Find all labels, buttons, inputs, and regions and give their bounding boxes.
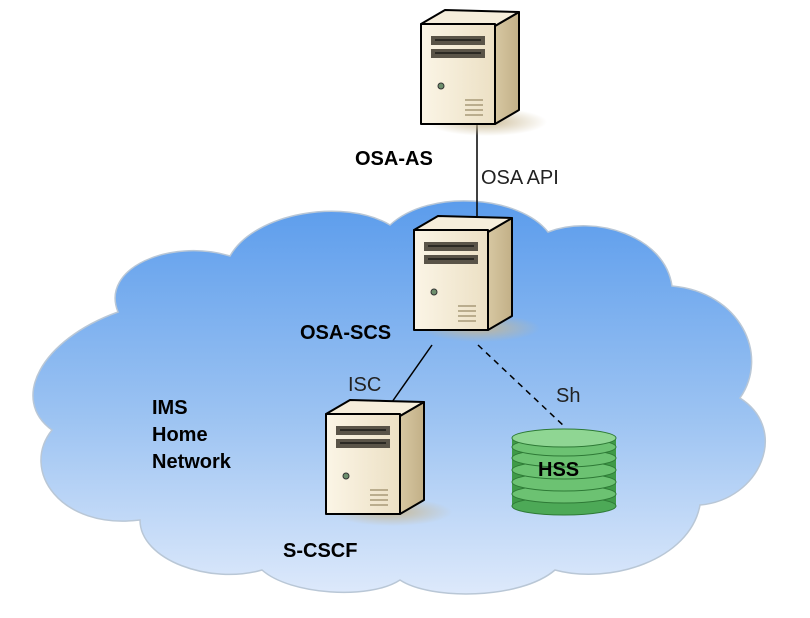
hss-label: HSS — [538, 459, 579, 481]
sh-link — [477, 344, 567, 429]
osa-as-label: OSA-AS — [355, 148, 433, 170]
sh-label: Sh — [556, 385, 580, 407]
isc-label: ISC — [348, 374, 381, 396]
hss-database-icon — [511, 428, 617, 516]
s-cscf-label: S-CSCF — [283, 540, 357, 562]
isc-link — [391, 344, 433, 403]
ims-label: IMS — [152, 397, 188, 419]
ims-home-network-cloud — [32, 200, 766, 595]
osa-scs-label: OSA-SCS — [300, 322, 391, 344]
osa-api-label: OSA API — [481, 167, 559, 189]
osa-as-server-icon — [420, 9, 548, 137]
network-label: Network — [152, 451, 232, 473]
home-label: Home — [152, 424, 208, 446]
